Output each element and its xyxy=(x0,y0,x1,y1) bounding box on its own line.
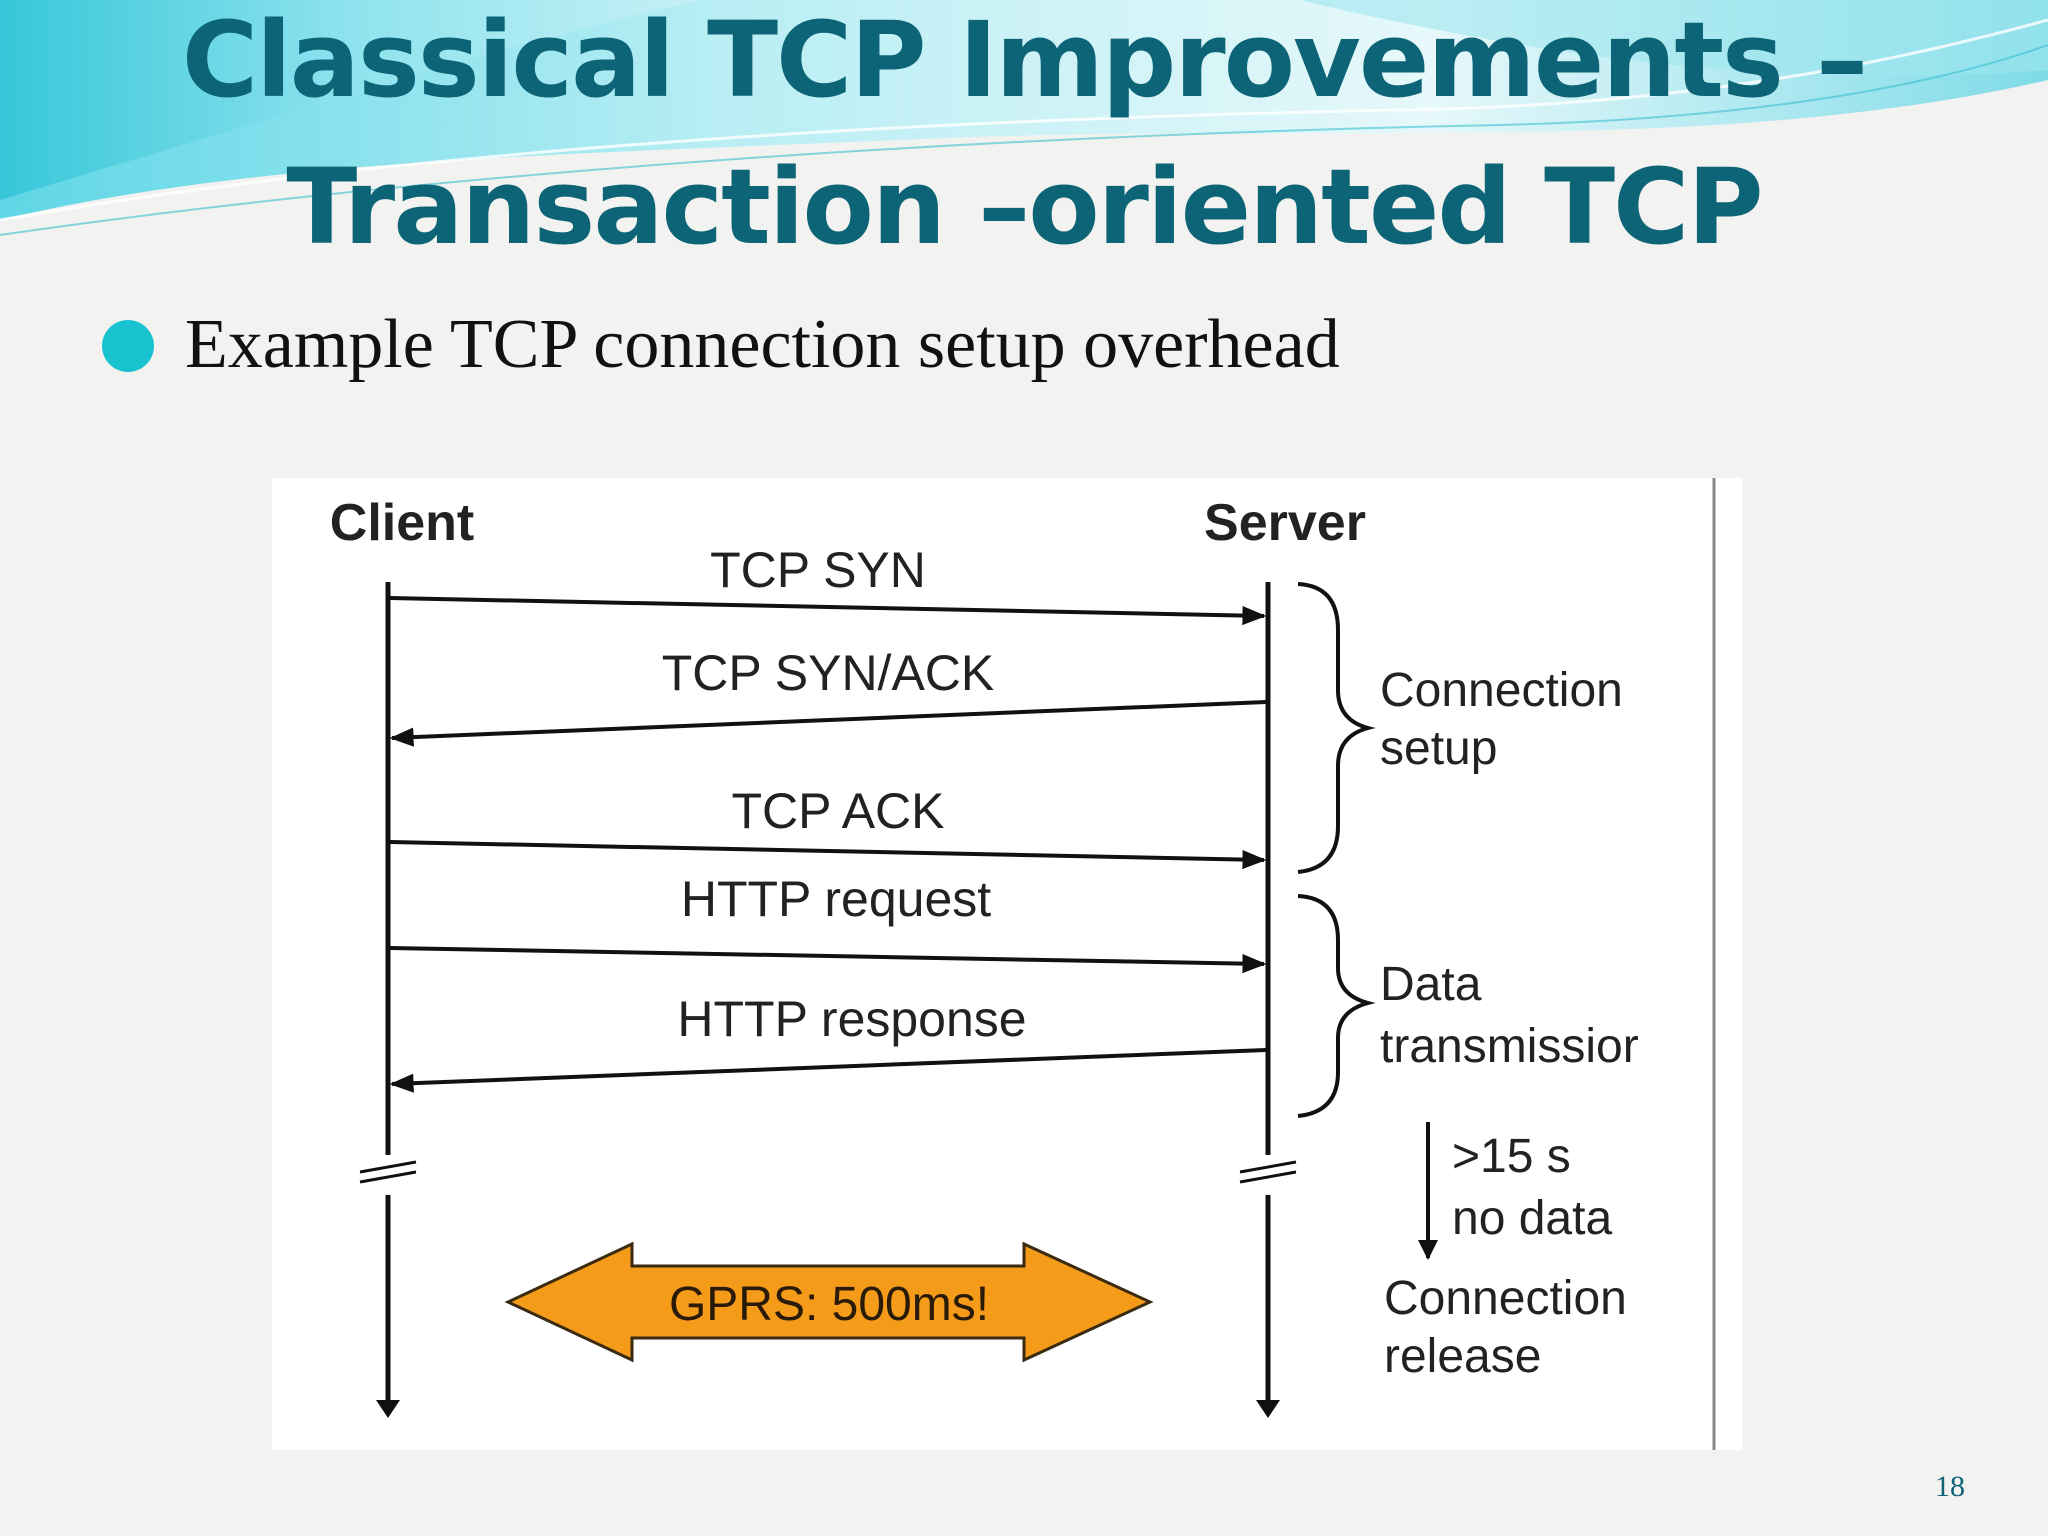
message-arrow-http-response xyxy=(389,1048,1267,1093)
brace-data-transmission xyxy=(1297,894,1376,1118)
gprs-label: GPRS: 500ms! xyxy=(669,1278,989,1331)
slide-title-line-2: Transaction –oriented TCP xyxy=(286,146,1763,268)
slide-title-line-1: Classical TCP Improvements – xyxy=(181,0,1868,121)
message-label-http-request: HTTP request xyxy=(681,871,991,927)
server-lifeline xyxy=(1239,582,1297,1418)
client-label: Client xyxy=(330,494,474,552)
bullet-text: Example TCP connection setup overhead xyxy=(185,306,1340,383)
message-arrow-tcp-syn-ack xyxy=(389,700,1267,747)
message-label-tcp-ack: TCP ACK xyxy=(731,783,944,839)
bullet-dot-icon xyxy=(102,320,154,372)
timeout-label-line1: >15 s xyxy=(1452,1130,1571,1183)
phase-connection-setup-line1: Connection xyxy=(1380,664,1623,717)
message-label-tcp-syn-ack: TCP SYN/ACK xyxy=(662,645,995,701)
message-label-http-response: HTTP response xyxy=(677,991,1026,1047)
message-arrow-tcp-ack xyxy=(389,840,1267,870)
page-number: 18 xyxy=(1935,1470,1965,1503)
message-label-tcp-syn: TCP SYN xyxy=(710,542,926,598)
release-label-line1: Connection xyxy=(1384,1272,1627,1325)
timeout-label-line2: no data xyxy=(1452,1192,1612,1245)
server-label: Server xyxy=(1204,494,1366,552)
phase-data-transmission-line2: transmissior xyxy=(1380,1020,1639,1073)
message-arrow-tcp-syn xyxy=(389,596,1267,626)
brace-connection-setup xyxy=(1297,582,1376,874)
gprs-double-arrow xyxy=(504,1241,1154,1363)
release-label-line2: release xyxy=(1384,1330,1541,1383)
phase-data-transmission-line1: Data xyxy=(1380,958,1482,1011)
phase-connection-setup-line2: setup xyxy=(1380,722,1497,775)
client-lifeline xyxy=(359,582,417,1418)
message-arrow-http-request xyxy=(389,946,1267,974)
